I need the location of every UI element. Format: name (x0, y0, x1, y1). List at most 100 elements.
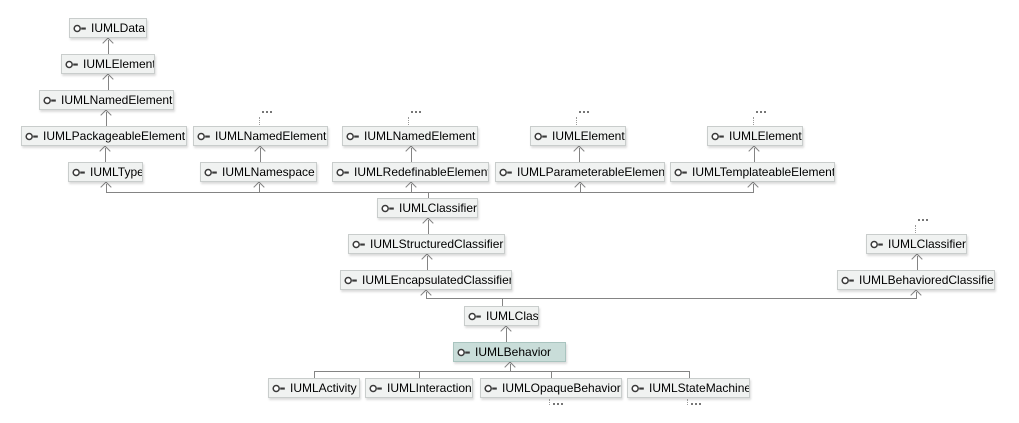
type-node-iumlpackageableelement[interactable]: IUMLPackageableElement (21, 126, 187, 146)
interface-icon (272, 384, 286, 393)
inheritance-arrow-icon (500, 325, 512, 337)
type-node-label: IUMLNamespace (222, 165, 315, 179)
interface-icon (43, 96, 57, 105)
type-node-iumlclassifier[interactable]: IUMLClassifier (866, 234, 967, 254)
type-node-label: IUMLTemplateableElement (692, 165, 835, 179)
type-node-label: IUMLClassifier (888, 237, 967, 251)
type-node-iumlnamedelement[interactable]: IUMLNamedElement (342, 126, 478, 146)
inheritance-edge-line (419, 371, 420, 378)
type-node-iumlclassifier[interactable]: IUMLClassifier (377, 198, 478, 218)
interface-icon (344, 276, 358, 285)
inheritance-arrow-icon (748, 145, 760, 157)
more-ancestors-indicator (259, 117, 260, 125)
interface-icon (631, 384, 645, 393)
inheritance-arrow-icon (405, 145, 417, 157)
interface-icon (499, 168, 513, 177)
type-node-label: IUMLClass (486, 309, 539, 323)
type-node-label: IUMLOpaqueBehavior (502, 381, 621, 395)
interface-icon (381, 204, 395, 213)
inheritance-arrow-icon (422, 217, 434, 229)
type-node-iumldata[interactable]: IUMLData (69, 18, 147, 38)
type-node-iumlclass[interactable]: IUMLClass (464, 306, 539, 326)
interface-icon (352, 240, 366, 249)
inheritance-edge-line (426, 292, 427, 298)
inheritance-arrow-icon (574, 181, 586, 193)
inheritance-edge-line (916, 292, 917, 298)
inheritance-edge-line (411, 148, 412, 162)
type-node-iumlactivity[interactable]: IUMLActivity (268, 378, 360, 398)
inheritance-edge-line (259, 184, 260, 192)
interface-icon (711, 132, 725, 141)
interface-icon (72, 168, 86, 177)
type-node-iumlelement[interactable]: IUMLElement (61, 54, 155, 74)
type-node-iumlopaquebehavior[interactable]: IUMLOpaqueBehavior (480, 378, 622, 398)
inheritance-arrow-icon (99, 145, 111, 157)
inheritance-edge-line (106, 112, 107, 126)
inheritance-edge-bus (314, 371, 690, 372)
type-node-label: IUMLElement (552, 129, 625, 143)
interface-icon (484, 384, 498, 393)
inheritance-edge-line (428, 192, 429, 198)
inheritance-edge-line (502, 298, 503, 306)
type-node-iumlnamedelement[interactable]: IUMLNamedElement (193, 126, 328, 146)
inheritance-edge-line (427, 256, 428, 270)
type-node-iumlnamedelement[interactable]: IUMLNamedElement (39, 90, 174, 110)
type-node-iumlinteraction[interactable]: IUMLInteraction (365, 378, 473, 398)
type-node-iumlelement[interactable]: IUMLElement (530, 126, 626, 146)
type-node-label: IUMLData (91, 21, 146, 35)
type-node-iumlencapsulatedclassifier[interactable]: IUMLEncapsulatedClassifier (340, 270, 512, 290)
type-node-label: IUMLActivity (290, 381, 357, 395)
inheritance-arrow-icon (102, 73, 114, 85)
inheritance-arrow-icon (254, 145, 266, 157)
inheritance-edge-line (108, 40, 109, 54)
type-node-iumlstructuredclassifier[interactable]: IUMLStructuredClassifier (348, 234, 505, 254)
inheritance-edge-line (580, 184, 581, 192)
inheritance-arrow-icon (421, 253, 433, 265)
type-node-iumlbehavioredclassifier[interactable]: IUMLBehavioredClassifier (837, 270, 995, 290)
inheritance-arrow-icon (747, 181, 759, 193)
inheritance-edge-bus (426, 298, 917, 299)
more-ancestors-indicator (576, 117, 577, 125)
type-node-label: IUMLPackageableElement (43, 129, 186, 143)
type-node-iumlbehavior[interactable]: IUMLBehavior (453, 342, 566, 362)
type-node-label: IUMLElement (729, 129, 802, 143)
inheritance-arrow-icon (253, 181, 265, 193)
inheritance-edge-line (551, 371, 552, 378)
type-node-label: IUMLNamedElement (215, 129, 327, 143)
type-node-label: IUMLInteraction (387, 381, 472, 395)
more-ancestors-indicator (918, 219, 928, 221)
more-descendants-indicator (687, 399, 688, 405)
more-ancestors-indicator (262, 111, 272, 113)
type-node-iumlnamespace[interactable]: IUMLNamespace (200, 162, 317, 182)
inheritance-edge-line (689, 371, 690, 378)
inheritance-edge-line (506, 328, 507, 342)
inheritance-edge-bus (106, 192, 754, 193)
interface-icon (346, 132, 360, 141)
type-node-iumlelement[interactable]: IUMLElement (707, 126, 803, 146)
type-node-label: IUMLNamedElement (364, 129, 476, 143)
type-node-iumlredefinableelement[interactable]: IUMLRedefinableElement (332, 162, 489, 182)
type-node-label: IUMLClassifier (399, 201, 478, 215)
inheritance-edge-line (108, 76, 109, 90)
type-node-iumlstatemachine[interactable]: IUMLStateMachine (627, 378, 750, 398)
more-descendants-indicator (553, 403, 563, 405)
interface-icon (674, 168, 688, 177)
type-node-iumltemplateableelement[interactable]: IUMLTemplateableElement (670, 162, 835, 182)
inheritance-arrow-icon (100, 109, 112, 121)
more-ancestors-indicator (411, 111, 421, 113)
inheritance-edge-line (105, 148, 106, 162)
type-node-label: IUMLStateMachine (649, 381, 750, 395)
more-ancestors-indicator (915, 225, 916, 233)
inheritance-arrow-icon (100, 181, 112, 193)
type-node-iumltype[interactable]: IUMLType (68, 162, 143, 182)
inheritance-edge-line (753, 184, 754, 192)
type-node-label: IUMLBehavior (475, 345, 552, 359)
type-node-iumlparameterableelement[interactable]: IUMLParameterableElement (495, 162, 665, 182)
inheritance-edge-line (106, 184, 107, 192)
type-node-label: IUMLNamedElement (61, 93, 173, 107)
interface-icon (457, 348, 471, 357)
interface-icon (25, 132, 39, 141)
interface-icon (204, 168, 218, 177)
inheritance-arrow-icon (102, 37, 114, 49)
